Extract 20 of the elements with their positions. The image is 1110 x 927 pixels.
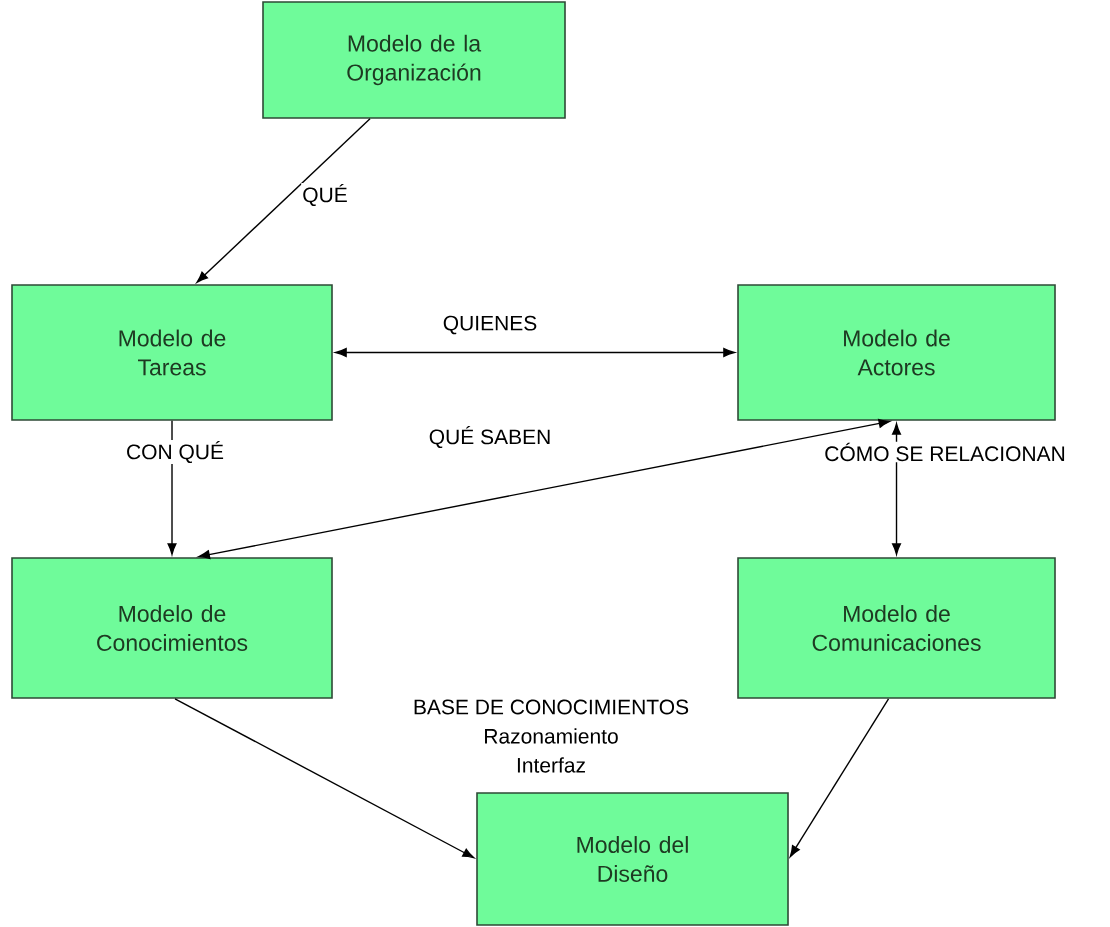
arrow: [892, 423, 902, 555]
edge-label: QUIENES: [441, 314, 539, 336]
edge-label: QUÉ: [301, 182, 349, 208]
note-text: BASE DE CONOCIMIENTOS: [414, 699, 689, 715]
model-box: Modelo de Conocimientos: [11, 557, 333, 699]
arrow: [198, 418, 891, 560]
arrow: [174, 698, 475, 859]
edge-label: CON QUÉ: [125, 439, 225, 465]
model-box: Modelo de la Organización: [262, 1, 566, 119]
note-text: Interfaz: [517, 757, 585, 773]
model-box: Modelo del Diseño: [476, 792, 789, 926]
model-box: Modelo de Tareas: [11, 284, 333, 421]
arrow: [789, 698, 890, 858]
note-text: Razonamiento: [485, 728, 618, 744]
edge-label: CÓMO SE RELACIONAN: [823, 441, 1067, 463]
edge-label: QUÉ SABEN: [427, 424, 553, 450]
arrow: [335, 348, 735, 357]
arrow: [196, 118, 371, 283]
model-box: Modelo de Actores: [737, 284, 1056, 421]
model-box: Modelo de Comunicaciones: [737, 557, 1056, 699]
